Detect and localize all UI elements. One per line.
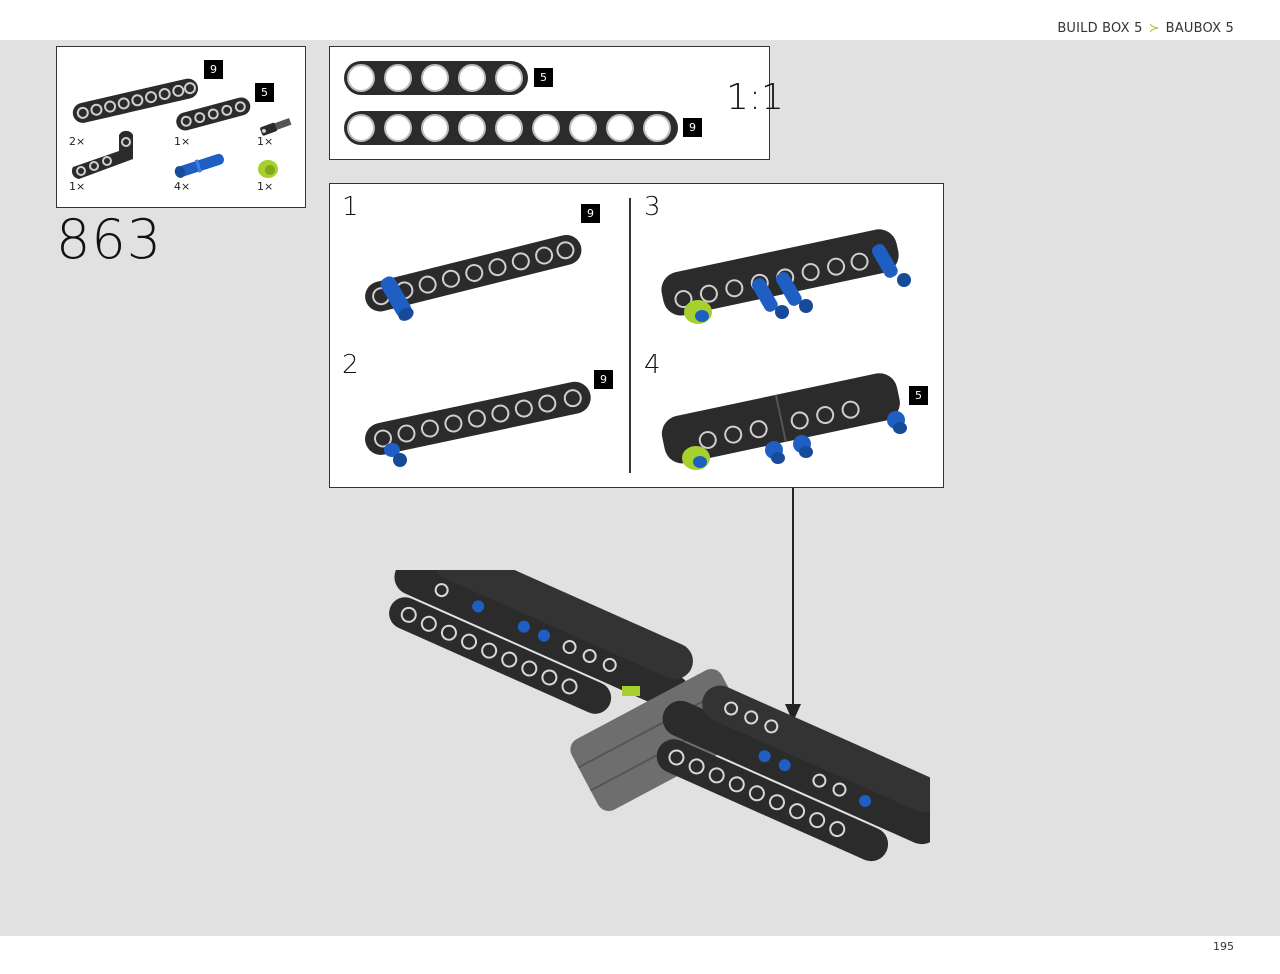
step-number: 863 bbox=[56, 208, 163, 271]
sub-steps-divider bbox=[629, 198, 631, 473]
bushing-part-icon bbox=[258, 160, 278, 178]
beam-5-badge: 5 bbox=[255, 83, 274, 102]
breadcrumb-build-box: BUILD BOX 5 bbox=[1057, 21, 1143, 36]
substep-4-number: 4 bbox=[644, 350, 661, 380]
substep-1-illustration bbox=[365, 234, 582, 321]
substep-1-badge: 9 bbox=[581, 204, 600, 223]
scale-reference-panel: 5 9 1:1 bbox=[329, 46, 784, 160]
substep-3-number: 3 bbox=[644, 192, 661, 222]
angled-beam-qty: 1× bbox=[69, 180, 86, 193]
breadcrumb: BUILD BOX 5 ≻ BAUBOX 5 bbox=[1057, 21, 1234, 36]
blue-pin-part-icon bbox=[174, 153, 225, 178]
substep-4-badge: 5 bbox=[909, 386, 928, 405]
page-number: 195 bbox=[1213, 940, 1234, 953]
substep-2-illustration bbox=[365, 381, 591, 467]
blue-pin-qty: 4× bbox=[174, 180, 191, 193]
axle-pin-qty: 1× bbox=[257, 135, 274, 148]
substep-2-number: 2 bbox=[342, 350, 359, 380]
substep-2-badge: 9 bbox=[594, 370, 613, 389]
bushing-qty: 1× bbox=[257, 180, 274, 193]
page-header: BUILD BOX 5 ≻ BAUBOX 5 bbox=[0, 0, 1280, 40]
axle-pin-part-icon bbox=[260, 118, 292, 136]
parts-list-panel: 9 2× 5 1× 1× 1× 4× bbox=[56, 46, 306, 208]
beam-5-part-icon bbox=[176, 97, 251, 131]
beam-9-badge: 9 bbox=[204, 60, 223, 79]
scale-beam-5-badge: 5 bbox=[534, 68, 553, 87]
main-build-illustration bbox=[389, 570, 930, 862]
beam-9-part-icon bbox=[72, 78, 199, 123]
beam-9-qty: 2× bbox=[69, 135, 86, 148]
page-footer: 195 bbox=[0, 936, 1280, 974]
beam-5-scale-icon bbox=[344, 61, 528, 95]
beam-9-scale-icon bbox=[344, 111, 678, 145]
breadcrumb-separator-icon: ≻ bbox=[1148, 21, 1160, 36]
callout-line bbox=[792, 488, 794, 710]
scale-beam-9-badge: 9 bbox=[683, 118, 702, 137]
sub-steps-panel: 1 9 2 9 3 bbox=[329, 183, 944, 488]
scale-label: 1:1 bbox=[726, 77, 784, 118]
substep-4-illustration bbox=[661, 373, 907, 470]
breadcrumb-baubox: BAUBOX 5 bbox=[1165, 21, 1234, 36]
substep-3-illustration bbox=[661, 229, 911, 324]
angled-beam-part-icon bbox=[71, 130, 133, 179]
beam-5-qty: 1× bbox=[174, 135, 191, 148]
substep-1-number: 1 bbox=[342, 192, 359, 222]
